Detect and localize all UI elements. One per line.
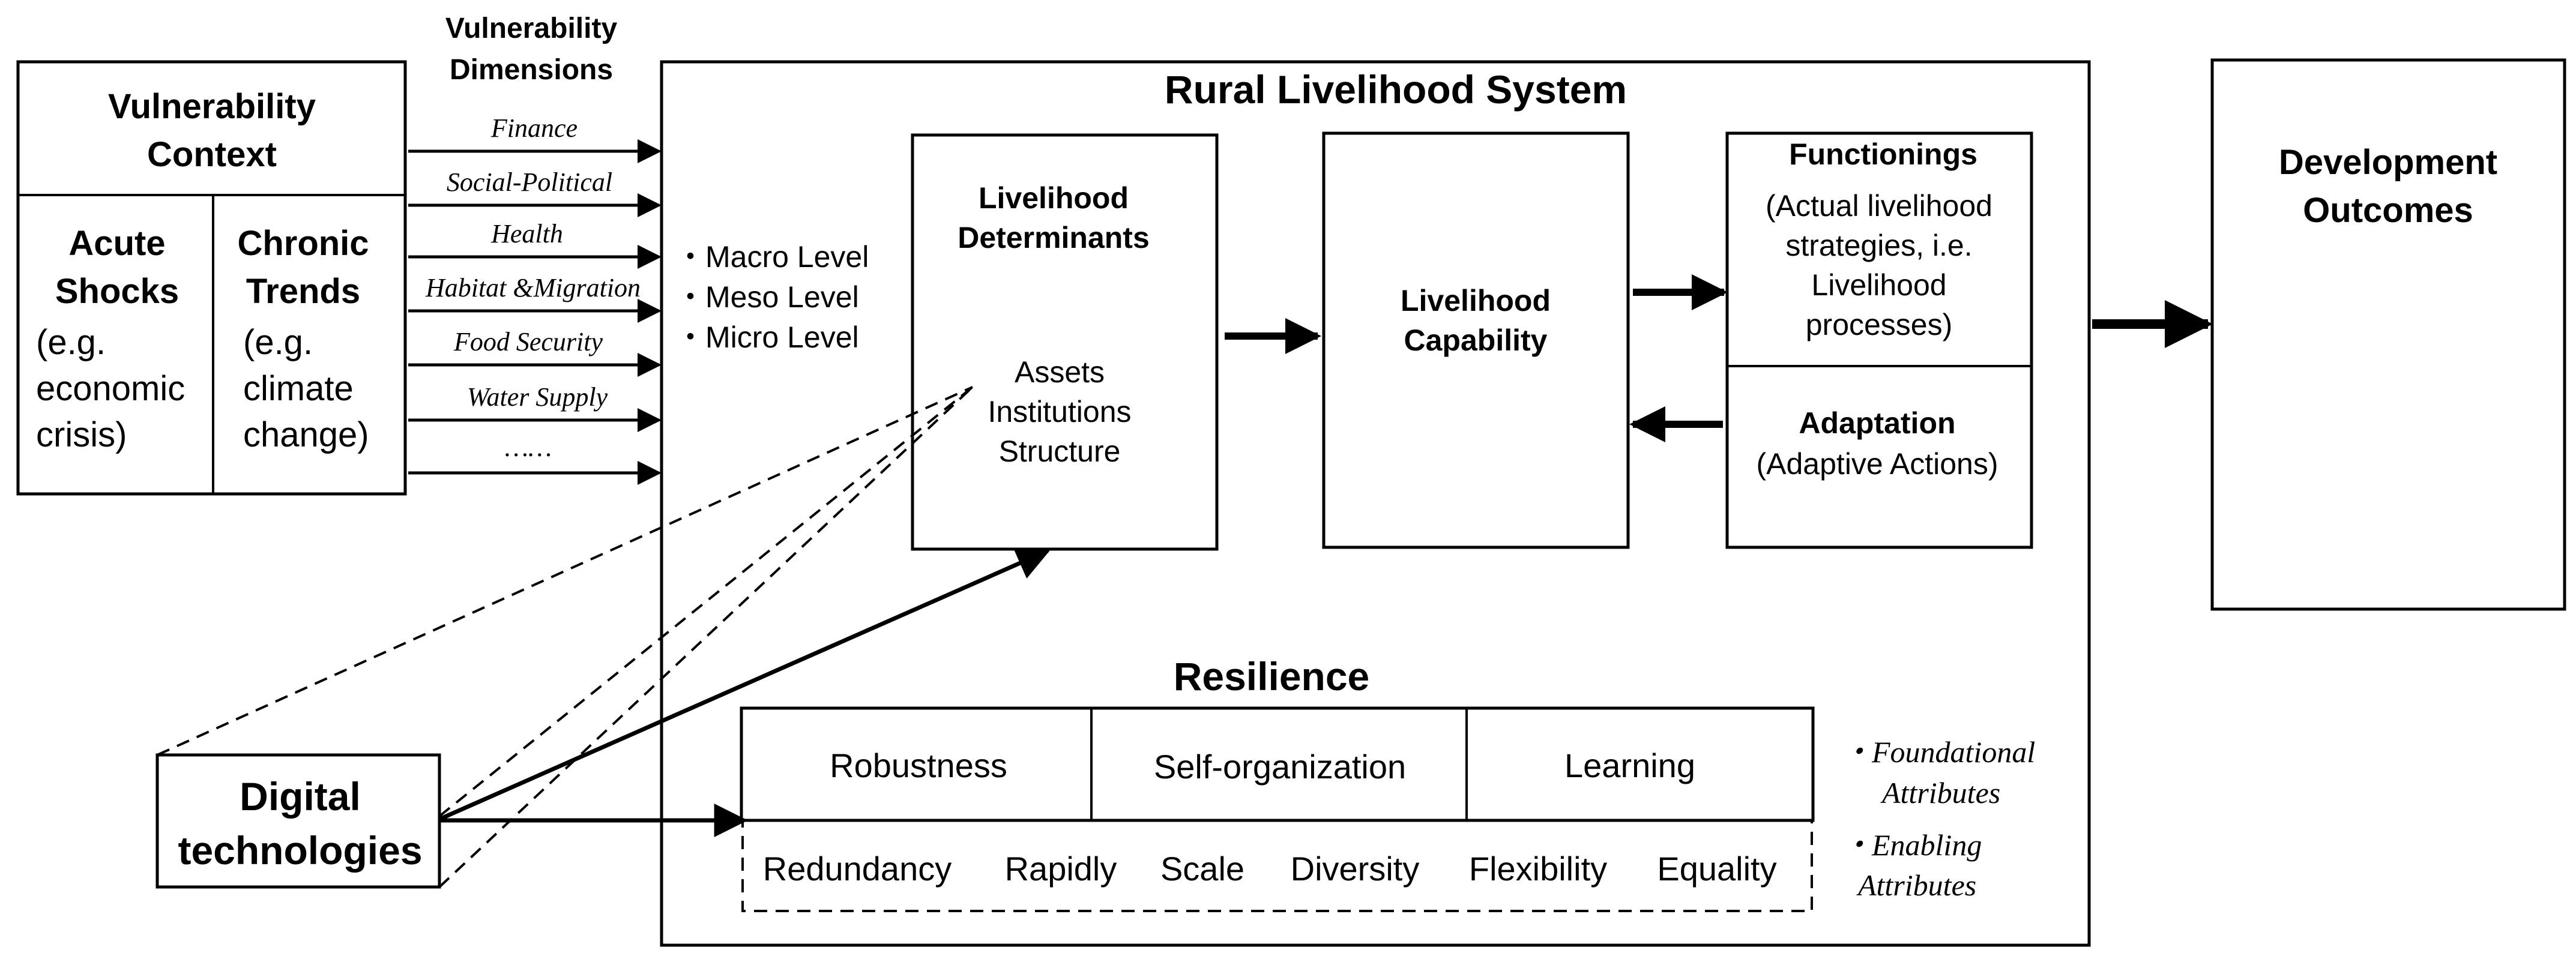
acute-example-1: (e.g.	[36, 323, 106, 362]
attribute-diversity: Diversity	[1291, 850, 1420, 888]
capability-title-1: Livelihood	[1401, 284, 1551, 317]
dimension-water-supply: Water Supply	[467, 382, 608, 412]
dimension-arrows	[408, 139, 662, 485]
determinants-title-2: Determinants	[958, 221, 1150, 254]
dashed-connector	[438, 386, 974, 817]
attribute-rapidly: Rapidly	[1005, 850, 1117, 888]
resilience-title: Resilience	[1174, 654, 1370, 699]
determinant-structure: Structure	[999, 434, 1121, 468]
adaptation-title: Adaptation	[1799, 406, 1955, 440]
acute-example-3: crisis)	[36, 415, 127, 454]
vulnerability-dimensions-title-1: Vulnerability	[445, 13, 618, 44]
adaptation-desc: (Adaptive Actions)	[1757, 447, 1998, 481]
determinant-assets: Assets	[1015, 355, 1105, 389]
livelihood-capability-box: Livelihood Capability	[1322, 131, 1630, 549]
vulnerability-context-title-1: Vulnerability	[108, 87, 316, 126]
dimension-food-security: Food Security	[453, 327, 603, 356]
meso-level: ・Meso Level	[675, 280, 859, 314]
foundational-attributes-row: Robustness Self-organization Learning	[740, 706, 1815, 822]
micro-level: ・Micro Level	[675, 320, 859, 354]
enabling-attributes-row: Redundancy Rapidly Scale Diversity Flexi…	[741, 819, 1813, 912]
functionings-adaptation-box: Functionings (Actual livelihood strategi…	[1725, 131, 2033, 549]
dashed-connector	[438, 386, 974, 888]
attribute-equality: Equality	[1657, 850, 1776, 888]
dimension-social-political: Social-Political	[447, 167, 612, 197]
functionings-desc-4: processes)	[1806, 308, 1953, 341]
livelihood-determinants-box: Livelihood Determinants Assets Instituti…	[911, 133, 1219, 551]
dimension-health: Health	[490, 219, 563, 248]
attribute-learning: Learning	[1564, 747, 1695, 784]
capability-title-2: Capability	[1404, 323, 1548, 357]
dashed-connector	[157, 386, 973, 756]
acute-shocks-title-1: Acute	[68, 224, 165, 263]
determinants-title-1: Livelihood	[979, 181, 1129, 215]
determinant-institutions: Institutions	[988, 395, 1131, 428]
digital-to-determinants-arrow	[438, 547, 1051, 822]
macro-level: ・Macro Level	[675, 240, 869, 274]
attribute-flexibility: Flexibility	[1469, 850, 1607, 888]
functionings-desc-3: Livelihood	[1811, 268, 1946, 302]
functionings-desc-2: strategies, i.e.	[1785, 229, 1972, 262]
development-outcomes-title-1: Development	[2279, 143, 2497, 182]
chronic-trends-title-2: Trends	[246, 272, 360, 311]
digital-technologies-box: Digital technologies	[155, 753, 441, 889]
vulnerability-context-title-2: Context	[147, 135, 277, 174]
vulnerability-dimensions-title-2: Dimensions	[450, 54, 613, 86]
attribute-scale: Scale	[1160, 850, 1244, 888]
attribute-robustness: Robustness	[830, 747, 1007, 784]
chronic-example-2: climate	[243, 369, 354, 408]
rural-livelihood-system-title: Rural Livelihood System	[1165, 67, 1627, 112]
dimension-habitat-migration: Habitat &Migration	[425, 273, 641, 302]
chronic-example-3: change)	[243, 415, 369, 454]
enabling-note-1: ・Enabling	[1842, 828, 1982, 862]
chronic-example-1: (e.g.	[243, 323, 313, 362]
development-outcomes-title-2: Outcomes	[2303, 191, 2473, 230]
acute-example-2: economic	[36, 369, 185, 408]
vulnerability-context-box: Vulnerability Context Acute Shocks (e.g.…	[16, 60, 407, 496]
acute-shocks-title-2: Shocks	[55, 272, 179, 311]
chronic-trends-title-1: Chronic	[237, 224, 369, 263]
development-outcomes-box: Development Outcomes	[2210, 58, 2566, 611]
digital-technologies-1: Digital	[240, 774, 361, 819]
digital-technologies-2: technologies	[178, 828, 422, 873]
dimension-more: ……	[505, 433, 552, 462]
attribute-redundancy: Redundancy	[763, 850, 952, 888]
functionings-title: Functionings	[1789, 137, 1977, 171]
foundational-note-2: Attributes	[1880, 776, 2000, 810]
foundational-note-1: ・Foundational	[1842, 735, 2035, 769]
dimension-finance: Finance	[490, 113, 578, 143]
enabling-note-2: Attributes	[1856, 868, 1976, 902]
functionings-desc-1: (Actual livelihood	[1766, 189, 1992, 223]
attribute-self-organization: Self-organization	[1154, 748, 1406, 786]
